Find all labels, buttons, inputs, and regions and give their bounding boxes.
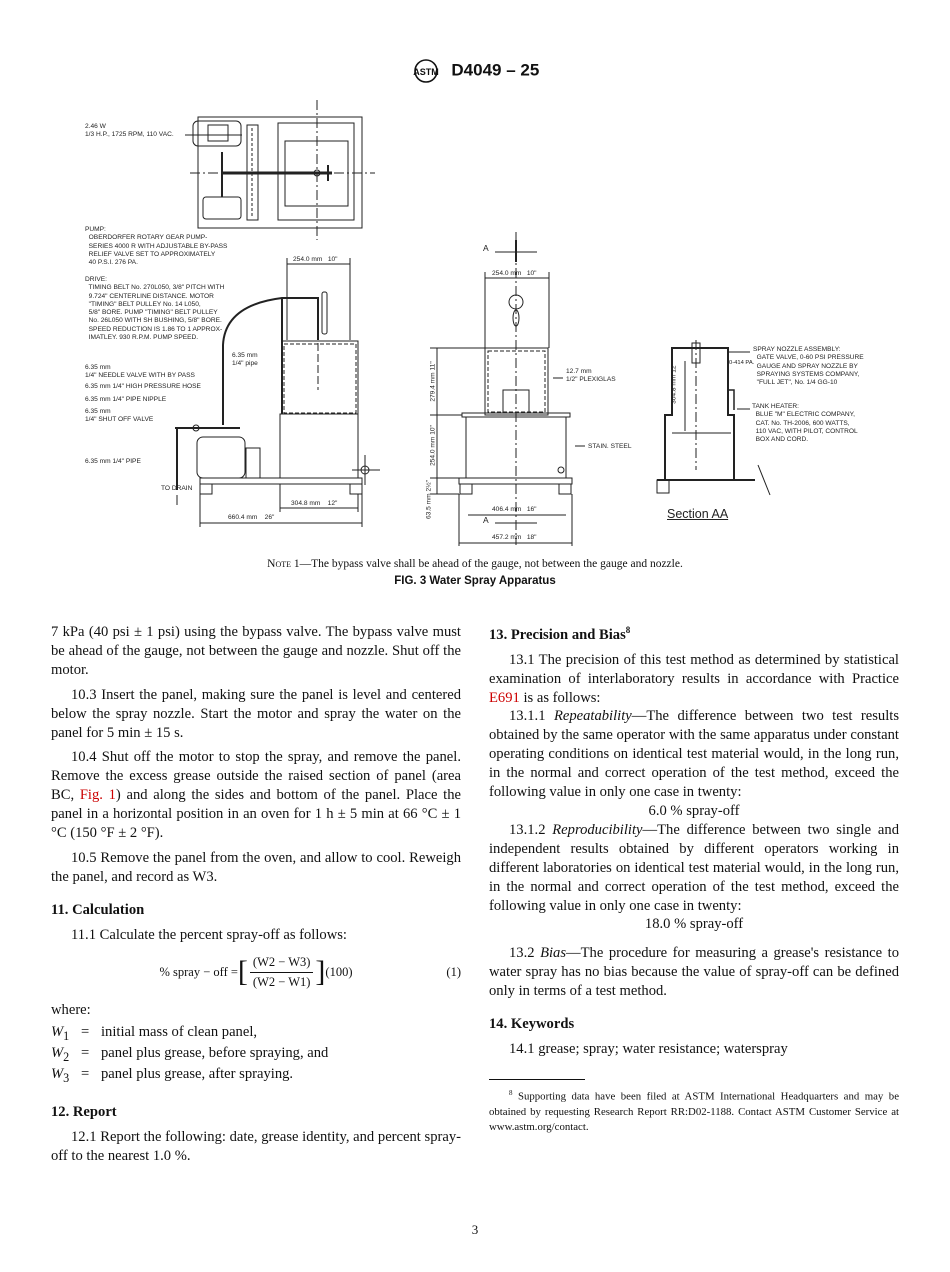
water-spray-apparatus-drawing bbox=[175, 100, 771, 546]
paragraph-10-3: 10.3 Insert the panel, making sure the p… bbox=[51, 686, 461, 741]
dim-left-304: 304.8 mm 12" bbox=[291, 500, 338, 507]
right-column: 13. Precision and Bias8 13.1 The precisi… bbox=[489, 621, 899, 1142]
figure-caption: FIG. 3 Water Spray Apparatus bbox=[394, 575, 556, 587]
heading-calculation: 11. Calculation bbox=[51, 901, 145, 918]
dim-v-63: 63.5 mm 2½" bbox=[425, 480, 433, 519]
drain-label: TO DRAIN bbox=[161, 485, 193, 492]
section-marker-top: A bbox=[483, 243, 489, 253]
section-aa-view bbox=[656, 340, 771, 496]
dim-v-279: 279.4 mm 11" bbox=[429, 361, 437, 402]
paragraph-13-1-2: 13.1.2 Reproducibility—The difference be… bbox=[489, 821, 899, 914]
paragraph-13-1: 13.1 The precision of this test method a… bbox=[489, 651, 899, 706]
paragraph-10-5: 10.5 Remove the panel from the oven, and… bbox=[51, 849, 461, 885]
pipe-label: 6.35 mm 1/4" PIPE bbox=[85, 458, 141, 465]
eq-numerator: (W2 − W3) bbox=[249, 953, 314, 973]
eq-denominator: (W2 − W1) bbox=[252, 974, 311, 989]
nozzle-label: SPRAY NOZZLE ASSEMBLY: GATE VALVE, 0-60 … bbox=[753, 346, 864, 387]
footnote-8: 8 Supporting data have been filed at AST… bbox=[489, 1088, 899, 1134]
left-column: 7 kPa (40 psi ± 1 psi) using the bypass … bbox=[51, 623, 461, 1172]
designation: D4049 – 25 bbox=[451, 60, 540, 80]
page-number: 3 bbox=[471, 1222, 479, 1237]
needle-valve-label: 6.35 mm 1/4" NEEDLE VALVE WITH BY PASS bbox=[85, 364, 195, 380]
dim-mid-406: 406.4 mm 16" bbox=[492, 506, 537, 513]
section-marker-bottom: A bbox=[483, 515, 489, 525]
side-view bbox=[175, 258, 380, 527]
variable-definitions: W1=initial mass of clean panel, W2=panel… bbox=[51, 1024, 328, 1087]
hose-label: 6.35 mm 1/4" HIGH PRESSURE HOSE bbox=[85, 383, 201, 390]
dim-left-top: 254.0 mm 10" bbox=[293, 256, 338, 263]
heater-label: TANK HEATER: BLUE "M" ELECTRIC COMPANY, … bbox=[752, 403, 858, 444]
equation-number: (1) bbox=[446, 964, 461, 979]
figure-note: Note 1—The bypass valve shall be ahead o… bbox=[267, 558, 683, 570]
top-view bbox=[185, 100, 375, 240]
steel-label: STAIN. STEEL bbox=[588, 443, 632, 450]
paragraph-12-1: 12.1 Report the following: date, grease … bbox=[51, 1128, 461, 1164]
paragraph-14-1: 14.1 grease; spray; water resistance; wa… bbox=[509, 1040, 788, 1057]
svg-text:ASTM: ASTM bbox=[413, 67, 439, 77]
plexiglas-label: 12.7 mm 1/2" PLEXIGLAS bbox=[566, 368, 616, 384]
pump-label: PUMP: OBERDORFER ROTARY GEAR PUMP- SERIE… bbox=[85, 226, 228, 267]
dim-mid-457: 457.2 mm 18" bbox=[492, 534, 537, 541]
e691-link[interactable]: E691 bbox=[489, 689, 520, 706]
heading-precision-bias: 13. Precision and Bias8 bbox=[489, 625, 631, 643]
heading-report: 12. Report bbox=[51, 1104, 117, 1121]
pressure-label: 0-414 PA. bbox=[729, 360, 755, 366]
footnote-divider bbox=[489, 1078, 585, 1080]
shutoff-valve-label: 6.35 mm 1/4" SHUT OFF VALVE bbox=[85, 408, 154, 424]
motor-label: 2.46 W 1/3 H.P., 1725 RPM, 110 VAC. bbox=[85, 123, 174, 139]
pipe-top-label: 6.35 mm 1/4" pipe bbox=[232, 352, 258, 368]
dim-mid-top: 254.0 mm 10" bbox=[492, 270, 537, 277]
equation-1: % spray − off = [ (W2 − W3)(W2 − W1) ] (… bbox=[51, 953, 461, 992]
page-header: ASTM D4049 – 25 bbox=[0, 58, 950, 84]
fig-1-link[interactable]: Fig. 1 bbox=[79, 787, 116, 804]
dim-v-254: 254.0 mm 10" bbox=[429, 425, 437, 466]
variable-row: W1=initial mass of clean panel, bbox=[51, 1024, 258, 1044]
where-label: where: bbox=[51, 1002, 91, 1019]
dim-left-660: 660.4 mm 26" bbox=[228, 514, 275, 521]
variable-row: W2=panel plus grease, before spraying, a… bbox=[51, 1045, 329, 1065]
repeatability-value: 6.0 % spray-off bbox=[648, 803, 740, 820]
front-view bbox=[430, 232, 585, 546]
section-aa-title: Section AA bbox=[667, 507, 729, 521]
paragraph-10-4: 10.4 Shut off the motor to stop the spra… bbox=[51, 749, 461, 842]
paragraph-13-2: 13.2 Bias—The procedure for measuring a … bbox=[489, 945, 899, 1000]
astm-logo: ASTM bbox=[413, 59, 439, 83]
pipe-nipple-label: 6.35 mm 1/4" PIPE NIPPLE bbox=[85, 396, 167, 403]
reproducibility-value: 18.0 % spray-off bbox=[644, 916, 744, 933]
paragraph-13-1-1: 13.1.1 Repeatability—The difference betw… bbox=[489, 708, 899, 801]
dim-sec-304: 304.8 mm 12" bbox=[670, 363, 678, 404]
heading-keywords: 14. Keywords bbox=[489, 1016, 575, 1033]
drive-label: DRIVE: TIMING BELT No. 270L050, 3/8" PIT… bbox=[85, 276, 225, 342]
variable-row: W3=panel plus grease, after spraying. bbox=[51, 1066, 294, 1086]
paragraph-continued: 7 kPa (40 psi ± 1 psi) using the bypass … bbox=[51, 624, 461, 678]
paragraph-11-1: 11.1 Calculate the percent spray-off as … bbox=[71, 926, 347, 943]
